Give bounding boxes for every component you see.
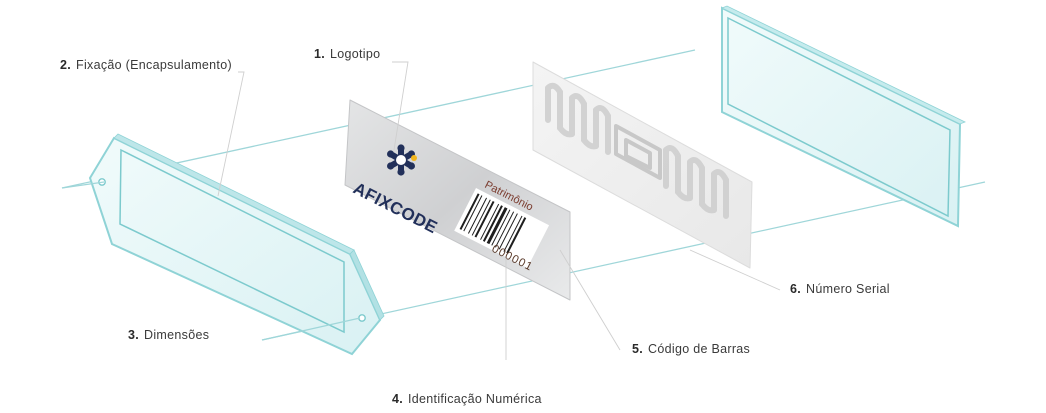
- leader-codigo: [559, 249, 621, 351]
- afixcode-logo-icon: [387, 144, 417, 176]
- barcode-bar: [474, 201, 495, 238]
- barcode-bar: [471, 199, 491, 236]
- barcode-bar: [491, 209, 511, 246]
- rfid-chip-area: [614, 124, 662, 180]
- front-glass-encapsulation: [88, 133, 385, 356]
- barcode-bar: [495, 211, 515, 248]
- label-logotipo: 1.Logotipo: [314, 47, 380, 61]
- label-numero-serial: 6.Número Serial: [790, 282, 890, 296]
- metal-plate: AFIXCODE Patrimônio 000001: [344, 99, 571, 301]
- leader-lines: [217, 61, 781, 360]
- label-dimensoes: 3.Dimensões: [128, 328, 209, 342]
- axis-line-front-segments: [61, 181, 361, 341]
- barcode-bar: [486, 207, 508, 245]
- barcode-bar: [503, 215, 523, 252]
- barcode-bar: [506, 217, 527, 254]
- leader-logotipo: [392, 61, 409, 151]
- barcode-bar: [467, 197, 488, 234]
- label-codigo-de-barras: 5.Código de Barras: [632, 342, 750, 356]
- barcode-bar: [459, 193, 480, 230]
- label-identificacao-numerica: 4.Identificação Numérica: [392, 392, 542, 406]
- barcode-bar: [482, 205, 503, 242]
- leader-numero-serial: [689, 249, 781, 291]
- barcode: [454, 188, 550, 268]
- rfid-antenna-pattern: [545, 82, 729, 219]
- barcode-bar: [463, 195, 483, 232]
- rfid-inlay: [532, 61, 753, 269]
- back-glass-panel: [721, 5, 966, 228]
- leader-fixacao: [217, 71, 245, 197]
- barcode-bar: [498, 213, 518, 250]
- barcode-bar: [480, 203, 500, 240]
- label-fixacao: 2.Fixação (Encapsulamento): [60, 58, 232, 72]
